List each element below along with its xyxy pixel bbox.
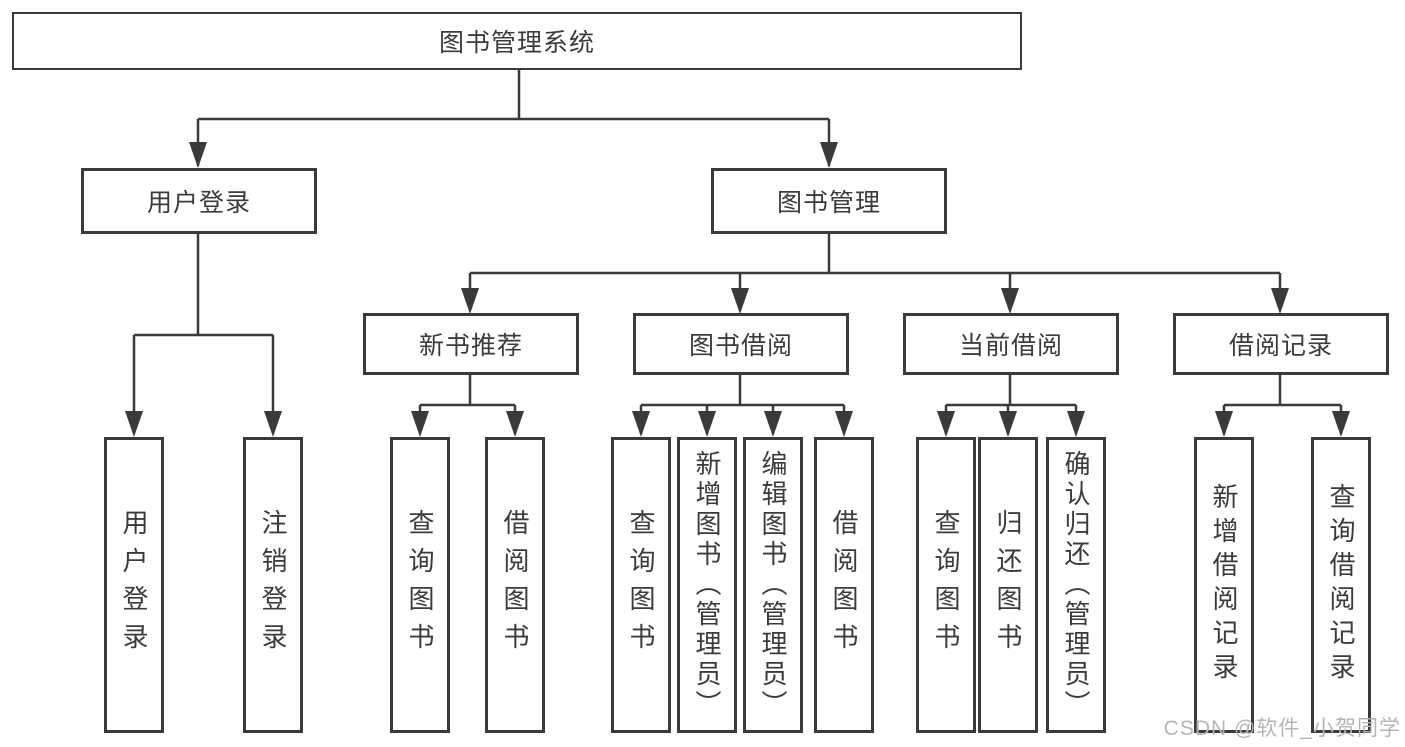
watermark-text: CSDN @软件_小贺同学	[1163, 717, 1401, 740]
node-user-login-label: 用户登录	[146, 189, 251, 217]
arrow-down-icon	[411, 411, 429, 437]
node-borrowing-records: 借阅记录	[1173, 313, 1389, 375]
arrow-down-icon	[632, 411, 650, 437]
connector-path	[132, 70, 1343, 434]
node-book-borrowing: 图书借阅	[633, 313, 849, 375]
node-user-login: 用户登录	[81, 168, 317, 234]
leaf-borrowing-borrow-books-label: 借阅图书	[829, 509, 859, 661]
arrow-down-icon	[264, 411, 282, 437]
leaf-recommend-query-books: 查询图书	[390, 437, 450, 733]
leaf-user-login-label: 用户登录	[119, 509, 149, 661]
arrow-down-icon	[125, 411, 143, 437]
leaf-current-confirm-return-admin: 确认归还（管理员）	[1046, 437, 1106, 733]
arrow-down-icon	[189, 142, 207, 168]
node-library-system-label: 图书管理系统	[438, 29, 595, 57]
leaf-borrowing-add-books-admin: 新增图书（管理员）	[677, 437, 737, 733]
leaf-borrowing-add-books-admin-label: 新增图书（管理员）	[692, 450, 722, 720]
node-new-book-recommend-label: 新书推荐	[418, 332, 523, 360]
leaf-borrowing-query-books-label: 查询图书	[626, 509, 656, 661]
leaf-current-return-books-label: 归还图书	[993, 509, 1023, 661]
arrow-down-icon	[1215, 411, 1233, 437]
leaf-borrowing-query-books: 查询图书	[611, 437, 671, 733]
arrow-down-icon	[461, 288, 479, 314]
leaf-current-confirm-return-admin-label: 确认归还（管理员）	[1061, 450, 1091, 720]
node-book-borrowing-label: 图书借阅	[688, 332, 793, 360]
node-book-management-label: 图书管理	[776, 189, 881, 217]
leaf-recommend-borrow-books-label: 借阅图书	[500, 509, 530, 661]
node-new-book-recommend: 新书推荐	[363, 313, 579, 375]
leaf-borrowing-borrow-books: 借阅图书	[814, 437, 874, 733]
leaf-borrowing-edit-books-admin-label: 编辑图书（管理员）	[758, 450, 788, 720]
leaf-current-query-books: 查询图书	[916, 437, 976, 733]
node-current-borrowing: 当前借阅	[903, 313, 1119, 375]
leaf-records-add-record: 新增借阅记录	[1194, 437, 1254, 733]
node-current-borrowing-label: 当前借阅	[958, 332, 1063, 360]
arrow-down-icon	[1001, 288, 1019, 314]
leaf-logout-label: 注销登录	[258, 509, 288, 661]
leaf-records-query-record: 查询借阅记录	[1311, 437, 1371, 733]
leaf-current-query-books-label: 查询图书	[931, 509, 961, 661]
arrow-down-icon	[1271, 288, 1289, 314]
leaf-borrowing-edit-books-admin: 编辑图书（管理员）	[743, 437, 803, 733]
leaf-user-login: 用户登录	[104, 437, 164, 733]
arrow-down-icon	[698, 411, 716, 437]
arrow-down-icon	[820, 142, 838, 168]
node-library-system: 图书管理系统	[12, 12, 1022, 70]
leaf-records-query-record-label: 查询借阅记录	[1326, 483, 1356, 687]
leaf-current-return-books: 归还图书	[978, 437, 1038, 733]
leaf-recommend-borrow-books: 借阅图书	[485, 437, 545, 733]
arrow-down-icon	[764, 411, 782, 437]
leaf-logout: 注销登录	[243, 437, 303, 733]
leaf-records-add-record-label: 新增借阅记录	[1209, 483, 1239, 687]
arrow-down-icon	[835, 411, 853, 437]
leaf-recommend-query-books-label: 查询图书	[405, 509, 435, 661]
arrow-down-icon	[1067, 411, 1085, 437]
arrow-down-icon	[999, 411, 1017, 437]
arrow-down-icon	[731, 288, 749, 314]
arrow-down-icon	[937, 411, 955, 437]
arrow-down-icon	[1332, 411, 1350, 437]
node-book-management: 图书管理	[711, 168, 947, 234]
arrow-down-icon	[506, 411, 524, 437]
node-borrowing-records-label: 借阅记录	[1228, 332, 1333, 360]
